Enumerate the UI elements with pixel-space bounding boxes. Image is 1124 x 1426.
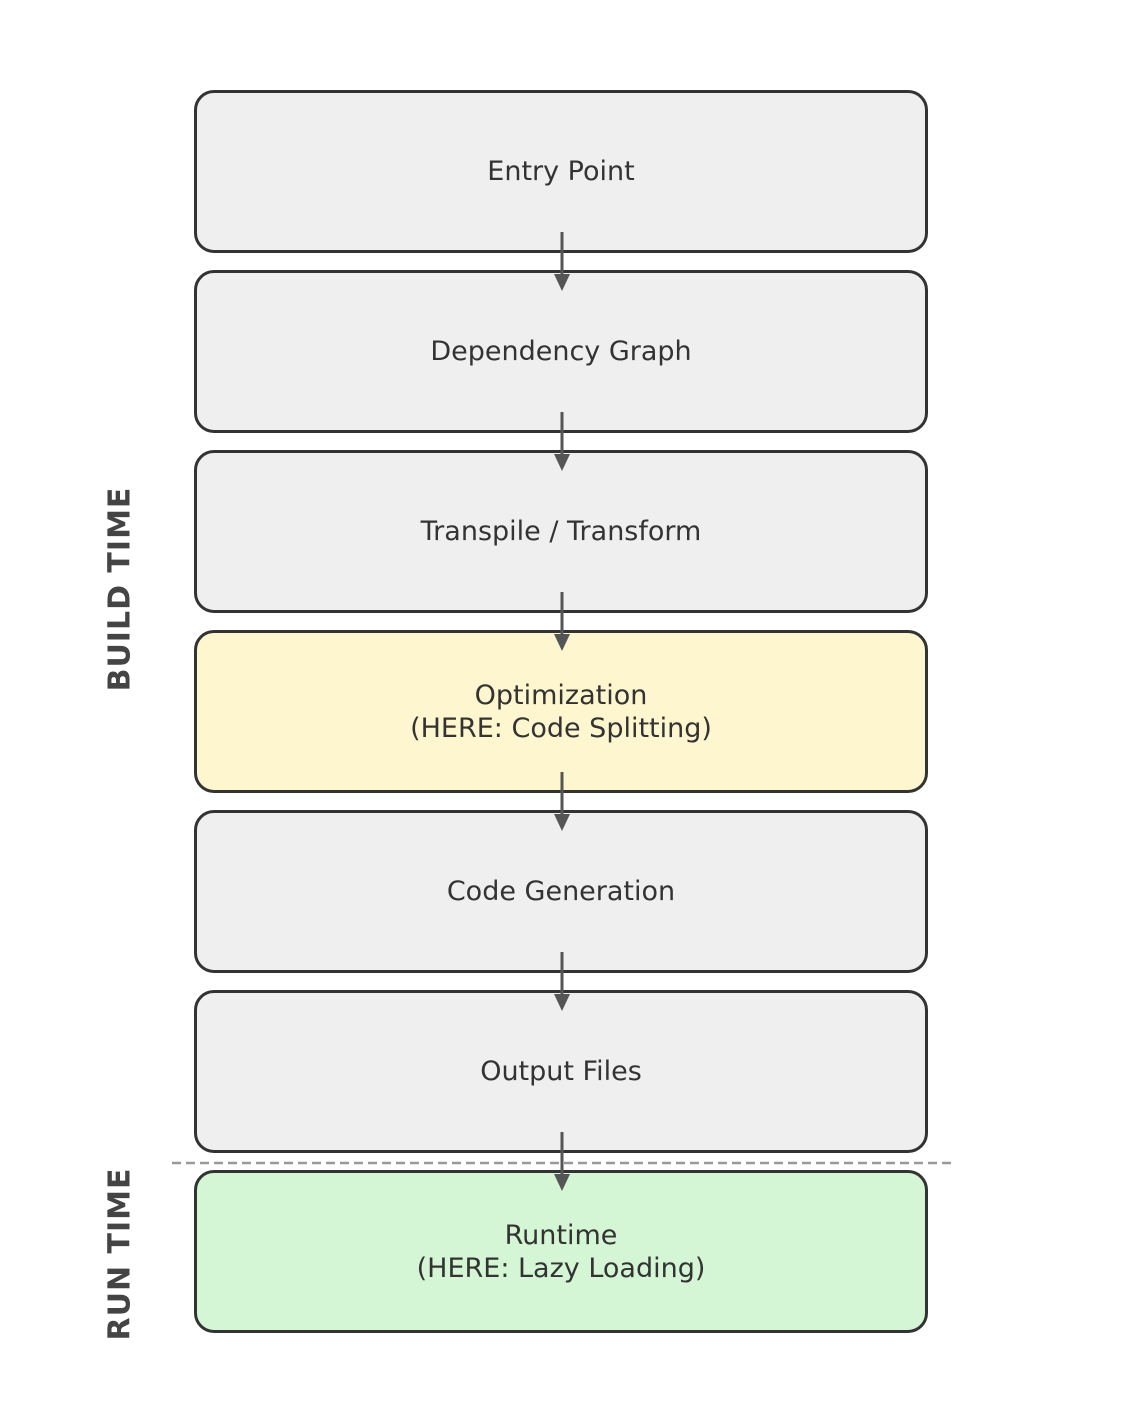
step-label: Optimization (HERE: Code Splitting) [410,679,712,744]
run-time-label: RUN TIME [102,1167,138,1341]
step-label: Output Files [480,1056,642,1087]
step-label: Entry Point [487,156,635,187]
step-label: Code Generation [446,876,676,907]
step-label: Dependency Graph [430,336,692,367]
step-entry-point: Entry Point [194,90,928,253]
step-transpile-transform: Transpile / Transform [194,450,928,613]
step-runtime: Runtime (HERE: Lazy Loading) [194,1170,928,1333]
step-optimization: Optimization (HERE: Code Splitting) [194,630,928,793]
step-label: Transpile / Transform [420,516,702,547]
step-label: Runtime (HERE: Lazy Loading) [416,1219,706,1284]
step-output-files: Output Files [194,990,928,1153]
step-dependency-graph: Dependency Graph [194,270,928,433]
step-code-generation: Code Generation [194,810,928,973]
build-time-label: BUILD TIME [102,486,138,692]
